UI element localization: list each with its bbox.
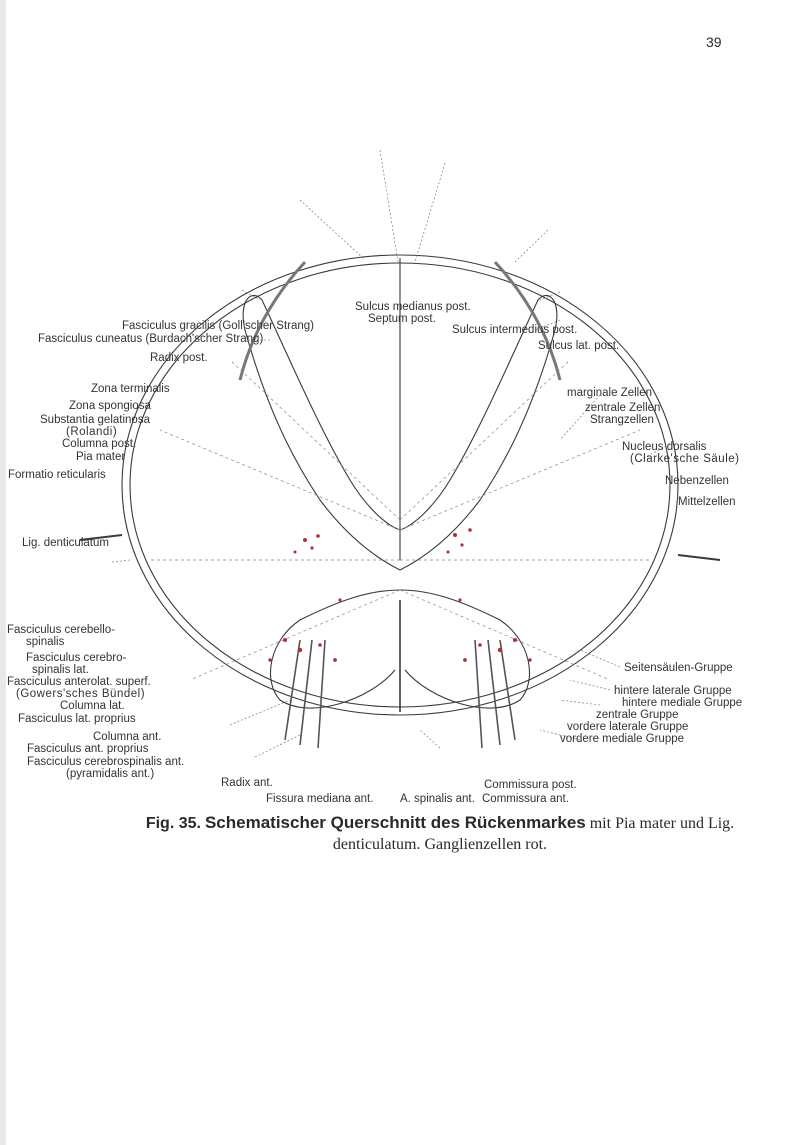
lig-denticulatum-left [79,534,123,541]
page-edge [0,0,6,1145]
label-pia-mater: Pia mater [76,451,126,463]
label-clarkesche-saeule: (Clarke'sche Säule) [630,453,740,465]
label-sulcus-medianus-post: Sulcus medianus post. [355,301,471,313]
label-zona-spongiosa: Zona spongiosa [69,400,151,412]
label-fasciculus-cerebello-spinalis-2: spinalis [26,636,65,648]
label-fasciculus-ant-proprius: Fasciculus ant. proprius [27,743,149,755]
label-nebenzellen: Nebenzellen [665,475,729,487]
label-substantia-gelatinosa: Substantia gelatinosa [40,414,150,426]
label-fasciculus-cerebro-spinalis-lat-2: spinalis lat. [32,664,89,676]
label-fasciculus-cerebrospinalis-ant: Fasciculus cerebrospinalis ant. [27,756,185,768]
label-formatio-reticularis: Formatio reticularis [8,469,106,481]
label-a-spinalis-ant: A. spinalis ant. [400,793,475,805]
label-sulcus-intermedius-post: Sulcus intermedius post. [452,324,578,336]
label-nucleus-dorsalis: Nucleus dorsalis [622,441,707,453]
pia-mater-outline [121,254,679,716]
label-septum-post: Septum post. [368,313,436,325]
lig-denticulatum-right [677,554,721,561]
label-fissura-mediana-ant: Fissura mediana ant. [266,793,374,805]
label-fasciculus-cuneatus: Fasciculus cuneatus (Burdach'scher Stran… [38,333,264,345]
anterior-horn-right [399,589,531,709]
label-seitensaeulen-gruppe: Seitensäulen-Gruppe [624,662,733,674]
label-strangzellen: Strangzellen [590,414,654,426]
label-hintere-laterale-gruppe: hintere laterale Gruppe [614,685,732,697]
caption-title: Schematischer Querschnitt des Rückenmark… [204,813,586,832]
radix-ant-left [284,639,326,749]
label-zona-terminalis: Zona terminalis [91,383,170,395]
label-columna-post: Columna post. [62,438,137,450]
ganglion-cells [268,528,532,662]
page-number: 39 [706,34,722,50]
label-commissura-ant: Commissura ant. [482,793,569,805]
label-columna-ant: Columna ant. [93,731,162,743]
label-vordere-laterale-gruppe: vordere laterale Gruppe [567,721,689,733]
label-fasciculus-cerebello-spinalis-1: Fasciculus cerebello- [7,624,116,636]
radix-post-left [238,260,307,381]
label-fasciculus-cerebro-spinalis-lat-1: Fasciculus cerebro- [26,652,127,664]
caption-fig-number: Fig. 35. [145,815,201,832]
label-columna-lat: Columna lat. [60,700,125,712]
label-zentrale-gruppe: zentrale Gruppe [596,709,679,721]
label-hintere-mediale-gruppe: hintere mediale Gruppe [622,697,743,709]
spinal-cord-cross-section [79,149,721,758]
figure-caption: Fig. 35. Schematischer Querschnitt des R… [110,812,770,855]
label-fasciculus-lat-proprius: Fasciculus lat. proprius [18,713,136,725]
label-marginale-zellen: marginale Zellen [567,387,653,399]
label-lig-denticulatum: Lig. denticulatum [22,537,109,549]
radix-post-right [493,260,562,381]
label-vordere-mediale-gruppe: vordere mediale Gruppe [560,733,685,745]
label-commissura-post: Commissura post. [484,779,577,791]
label-sulcus-lat-post: Sulcus lat. post. [538,340,620,352]
label-pyramidalis-ant: (pyramidalis ant.) [66,768,155,780]
label-fasciculus-gracilis: Fasciculus gracilis (Goll'scher Strang) [122,320,315,332]
anterior-horn-left [269,589,401,709]
radix-ant-right [474,639,516,749]
label-radix-ant: Radix ant. [221,777,273,789]
label-gowers-buendel: (Gowers'sches Bündel) [16,688,146,700]
label-fasciculus-anterolat: Fasciculus anterolat. superf. [7,676,151,688]
label-rolandi: (Rolandi) [66,426,118,438]
label-mittelzellen: Mittelzellen [678,496,736,508]
label-zentrale-zellen: zentrale Zellen [585,402,661,414]
label-radix-post: Radix post. [150,352,208,364]
caption-rest: mit Pia mater und Lig. denticulatum. Gan… [332,815,735,853]
